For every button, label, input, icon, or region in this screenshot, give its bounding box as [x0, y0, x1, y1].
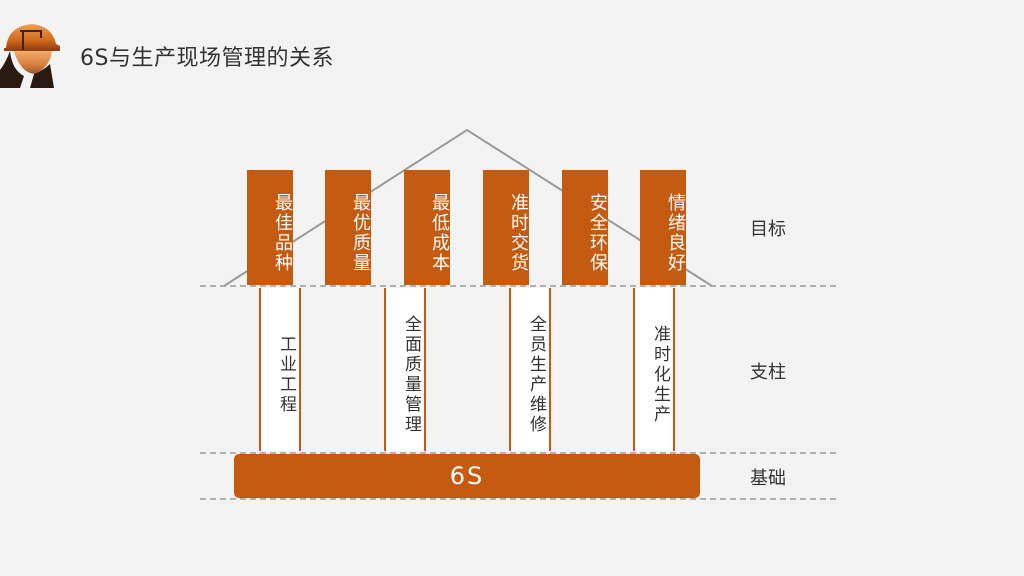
goal-box: 情绪良好 [640, 170, 686, 285]
goal-box: 最佳品种 [247, 170, 293, 285]
row-label-goal: 目标 [750, 219, 786, 240]
worker-silhouette-icon [0, 24, 60, 88]
goal-box: 最优质量 [325, 170, 371, 285]
goal-box: 准时交货 [483, 170, 529, 285]
roof-line [223, 128, 713, 287]
pillar: 准时化生产 [633, 288, 675, 451]
goal-box: 安全环保 [562, 170, 608, 285]
pillar: 全员生产维修 [509, 288, 551, 451]
page-title: 6S与生产现场管理的关系 [80, 46, 334, 71]
pillar: 工业工程 [259, 288, 301, 451]
logo [0, 18, 62, 90]
row-label-base: 基础 [750, 468, 786, 489]
base-block: 6S [234, 454, 700, 498]
goal-box: 最低成本 [404, 170, 450, 285]
pillar: 全面质量管理 [384, 288, 426, 451]
row-label-pillar: 支柱 [750, 362, 786, 383]
